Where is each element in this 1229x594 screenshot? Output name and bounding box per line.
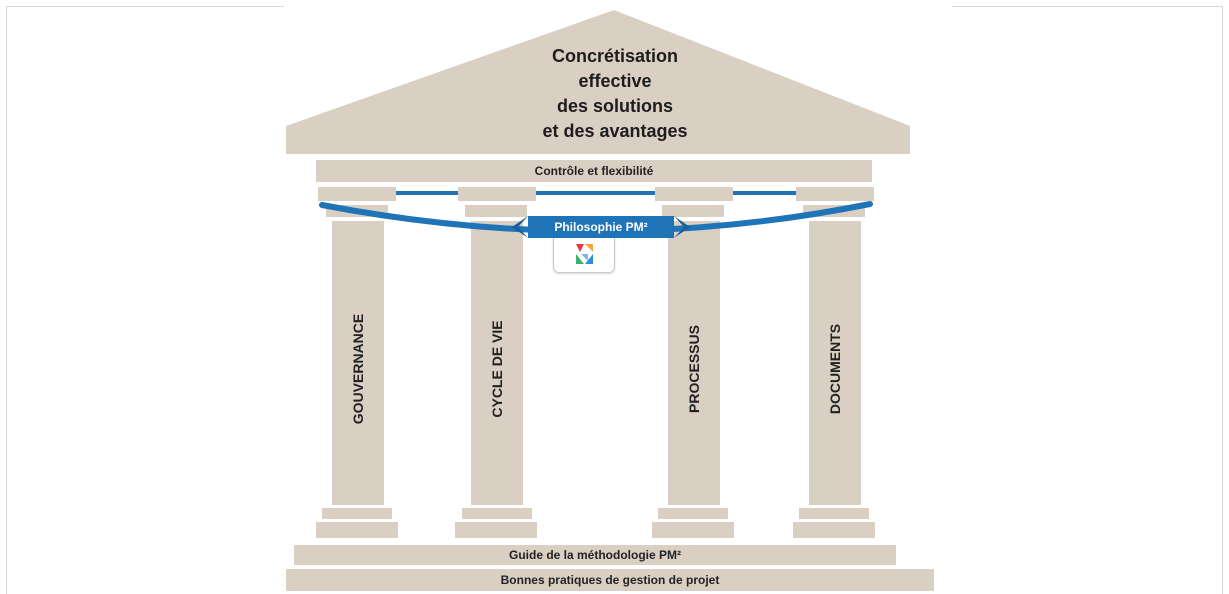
column-shaft-3 — [668, 221, 720, 505]
pm2-logo — [553, 238, 615, 273]
roof-line-1: Concrétisation — [551, 46, 679, 66]
band-segment-2 — [536, 191, 655, 195]
entablature-band — [316, 160, 872, 182]
frame-border-left — [6, 6, 7, 594]
column-base-1 — [316, 522, 398, 538]
frame-border-right — [1222, 6, 1223, 594]
column-base-2-top — [462, 508, 532, 519]
base-step-1 — [294, 545, 896, 565]
capital-2 — [458, 187, 536, 201]
roof-title: Concrétisation effective des solutions e… — [470, 44, 760, 144]
capital-4 — [796, 187, 874, 201]
capital-3-lower — [662, 205, 724, 217]
column-shaft-1 — [332, 221, 384, 505]
ribbon-tail-left — [512, 216, 528, 238]
column-base-4-top — [799, 508, 869, 519]
capital-1 — [318, 187, 396, 201]
column-base-3 — [652, 522, 734, 538]
roof-line-3: des solutions — [556, 96, 673, 116]
column-base-4 — [793, 522, 875, 538]
column-base-3-top — [658, 508, 728, 519]
capital-3 — [655, 187, 733, 201]
column-label-gouvernance: GOUVERNANCE — [350, 313, 366, 425]
column-label-cycle-de-vie: CYCLE DE VIE — [489, 320, 505, 418]
column-label-documents: DOCUMENTS — [827, 323, 843, 415]
base-step-2 — [286, 569, 934, 591]
pm2-logo-icon — [576, 244, 593, 264]
philosophy-label: Philosophie PM² — [554, 220, 648, 234]
philosophy-ribbon — [528, 216, 674, 238]
ribbon-tail-right — [674, 216, 690, 238]
capital-2-lower — [465, 205, 527, 217]
temple-roof — [286, 10, 910, 154]
roof-line-2: effective — [578, 71, 652, 91]
column-base-1-top — [322, 508, 392, 519]
frame-border-top-left — [6, 6, 284, 7]
band-segment-3 — [733, 191, 796, 195]
base-step-2-label: Bonnes pratiques de gestion de projet — [500, 573, 720, 587]
entablature-label: Contrôle et flexibilité — [534, 164, 654, 178]
roof-line-4: et des avantages — [542, 121, 688, 141]
column-shaft-4 — [809, 221, 861, 505]
column-base-2 — [455, 522, 537, 538]
band-segment-1 — [396, 191, 458, 195]
frame-border-top-right — [952, 6, 1223, 7]
base-step-1-label: Guide de la méthodologie PM² — [508, 548, 681, 562]
column-shaft-2 — [471, 221, 523, 505]
column-label-processus: PROCESSUS — [686, 325, 702, 413]
